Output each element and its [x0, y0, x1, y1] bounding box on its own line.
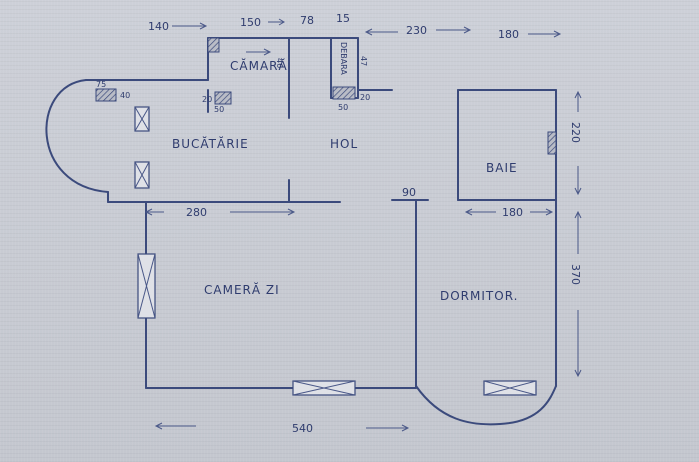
chimney-camara-top — [207, 37, 220, 53]
chimney-kitchen — [95, 88, 117, 102]
dim-bucatarie-280: 280 — [186, 206, 207, 219]
chimney-debara — [332, 86, 356, 100]
window-living-bottom — [292, 380, 356, 396]
dim-small-47: 47 — [359, 56, 368, 66]
fixtures — [95, 37, 557, 396]
dim-top-150: 150 — [240, 16, 261, 29]
room-label-camera-zi: CAMERĂ ZI — [204, 282, 280, 297]
chimney-baie — [547, 131, 557, 155]
dim-bottom-540: 540 — [292, 422, 313, 435]
room-label-camara: CĂMARĂ — [230, 58, 288, 73]
dim-small-50a: 50 — [214, 105, 224, 114]
dim-small-46: 46 — [275, 58, 284, 68]
room-label-dormitor: DORMITOR. — [440, 289, 518, 303]
dim-top-180: 180 — [498, 28, 519, 41]
room-label-baie: BAIE — [486, 161, 518, 175]
room-label-hol: HOL — [330, 137, 358, 151]
dim-small-40: 40 — [120, 91, 130, 100]
window-living-left — [137, 253, 156, 319]
dim-small-20b: 20 — [360, 93, 370, 102]
dim-small-50b: 50 — [338, 103, 348, 112]
room-label-debara: DEBARA — [339, 42, 348, 75]
dim-baie-180: 180 — [502, 206, 523, 219]
dim-right-370: 370 — [569, 264, 582, 285]
dim-small-20a: 20 — [202, 95, 212, 104]
dim-top-15: 15 — [336, 12, 350, 25]
dim-top-230: 230 — [406, 24, 427, 37]
wall-dormitor-bottom — [415, 385, 557, 426]
window-kitchen-2 — [134, 161, 150, 189]
dim-right-220: 220 — [569, 122, 582, 143]
dim-top-140: 140 — [148, 20, 169, 33]
window-dormitor — [483, 380, 537, 396]
room-label-bucatarie: BUCĂTĂRIE — [172, 136, 249, 151]
wall-kitchen-bay — [45, 79, 109, 193]
dim-top-78: 78 — [300, 14, 314, 27]
dim-door-90: 90 — [402, 186, 416, 199]
dim-small-75: 75 — [96, 80, 106, 89]
dimension-arrows — [144, 18, 582, 432]
window-kitchen-1 — [134, 106, 150, 132]
chimney-camara-bottom — [214, 91, 232, 105]
